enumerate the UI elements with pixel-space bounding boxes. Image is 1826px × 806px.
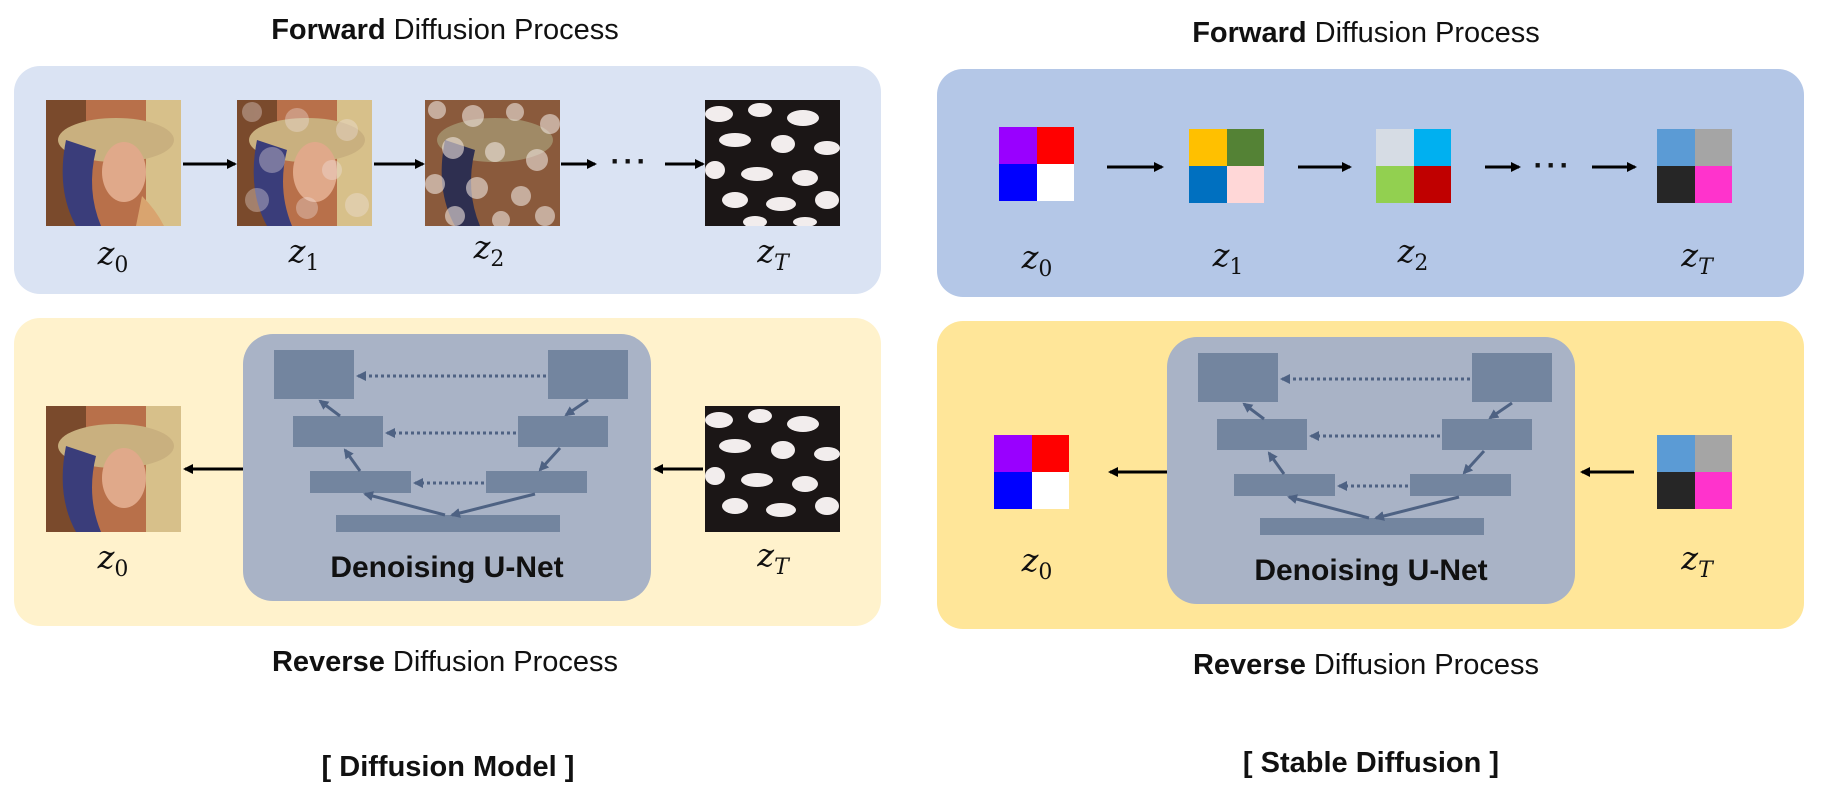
- right-reverse-z0-latent: [994, 435, 1069, 509]
- latent-cell: [1694, 435, 1732, 472]
- latent-cell: [994, 472, 1032, 509]
- left-unet-up-2: [343, 448, 362, 472]
- latent-cell: [999, 127, 1037, 164]
- right-unet-dec-2: [1442, 419, 1532, 450]
- right-unet-up-3: [1287, 494, 1370, 520]
- latent-cell: [1031, 435, 1069, 472]
- right-reverse-title: Reverse Diffusion Process: [1192, 649, 1540, 681]
- right-z2-latent: [1376, 129, 1451, 203]
- latent-cell: [1657, 166, 1695, 203]
- left-forward-label-z2: z2: [473, 228, 505, 272]
- latent-cell: [1036, 164, 1074, 201]
- left-unet-up-1: [318, 399, 341, 418]
- right-z0-latent: [999, 127, 1074, 201]
- right-unet-down-2: [1462, 449, 1486, 475]
- latent-cell: [1226, 129, 1264, 166]
- left-unet-up-3: [363, 491, 446, 517]
- latent-cell: [1694, 129, 1732, 166]
- left-forward-label-zT: zT: [757, 232, 789, 276]
- right-unet-down-1: [1488, 401, 1513, 420]
- left-reverse-z0-image: [46, 406, 181, 532]
- right-unet-bottleneck: [1260, 518, 1484, 535]
- right-unet-dec-1: [1472, 353, 1552, 402]
- latent-cell: [994, 435, 1032, 472]
- right-forward-label-zT: zT: [1681, 236, 1713, 280]
- latent-cell: [1694, 166, 1732, 203]
- left-reverse-label-z0: z0: [97, 538, 129, 582]
- right-unet-up-1: [1242, 402, 1265, 421]
- left-forward-label-z1: z1: [288, 232, 320, 276]
- left-unet-enc-3: [310, 471, 411, 493]
- left-unet-down-3: [450, 492, 536, 518]
- latent-cell: [1189, 129, 1227, 166]
- right-forward-label-z2: z2: [1397, 232, 1429, 276]
- right-unet-enc-1: [1198, 353, 1278, 402]
- left-zT-image: [705, 100, 840, 226]
- right-forward-title: Forward Diffusion Process: [1192, 17, 1540, 49]
- left-unet-label: Denoising U-Net: [330, 551, 564, 584]
- right-reverse-zT-latent: [1657, 435, 1732, 509]
- latent-cell: [1657, 435, 1695, 472]
- right-z1-latent: [1189, 129, 1264, 203]
- right-unet-label: Denoising U-Net: [1254, 554, 1488, 587]
- left-reverse-zT-image: [705, 406, 840, 532]
- right-unet-dec-3: [1410, 474, 1511, 496]
- latent-cell: [1694, 472, 1732, 509]
- right-unet-enc-2: [1217, 419, 1307, 450]
- latent-cell: [999, 164, 1037, 201]
- right-caption: [ Stable Diffusion ]: [1242, 747, 1500, 779]
- latent-cell: [1413, 129, 1451, 166]
- left-forward-label-z0: z0: [97, 234, 129, 278]
- left-unet-dec-1: [548, 350, 628, 399]
- left-forward-ellipsis: ···: [610, 145, 650, 178]
- left-unet-enc-1: [274, 350, 354, 399]
- latent-cell: [1657, 472, 1695, 509]
- left-unet-dec-3: [486, 471, 587, 493]
- right-forward-label-z1: z1: [1212, 236, 1244, 280]
- left-reverse-title: Reverse Diffusion Process: [271, 646, 619, 678]
- latent-cell: [1413, 166, 1451, 203]
- latent-cell: [1226, 166, 1264, 203]
- left-caption: [ Diffusion Model ]: [321, 751, 575, 783]
- left-z2-image: [425, 100, 560, 226]
- right-forward-ellipsis: ···: [1533, 149, 1573, 182]
- left-unet-dec-2: [518, 416, 608, 447]
- right-unet-up-2: [1267, 451, 1286, 475]
- latent-cell: [1189, 166, 1227, 203]
- left-unet-bottleneck: [336, 515, 560, 532]
- left-reverse-label-zT: zT: [757, 536, 789, 580]
- latent-cell: [1031, 472, 1069, 509]
- left-unet-down-1: [564, 398, 589, 417]
- right-unet-down-3: [1374, 495, 1460, 521]
- left-unet-enc-2: [293, 416, 383, 447]
- latent-cell: [1376, 129, 1414, 166]
- right-zT-latent: [1657, 129, 1732, 203]
- left-unet-down-2: [538, 446, 562, 472]
- latent-cell: [1036, 127, 1074, 164]
- right-forward-label-z0: z0: [1021, 238, 1053, 282]
- latent-cell: [1376, 166, 1414, 203]
- latent-cell: [1657, 129, 1695, 166]
- left-z1-image: [237, 100, 372, 226]
- right-reverse-label-z0: z0: [1021, 541, 1053, 585]
- left-z0-image: [46, 100, 181, 226]
- left-forward-title: Forward Diffusion Process: [271, 14, 619, 46]
- right-reverse-label-zT: zT: [1681, 539, 1713, 583]
- right-unet-enc-3: [1234, 474, 1335, 496]
